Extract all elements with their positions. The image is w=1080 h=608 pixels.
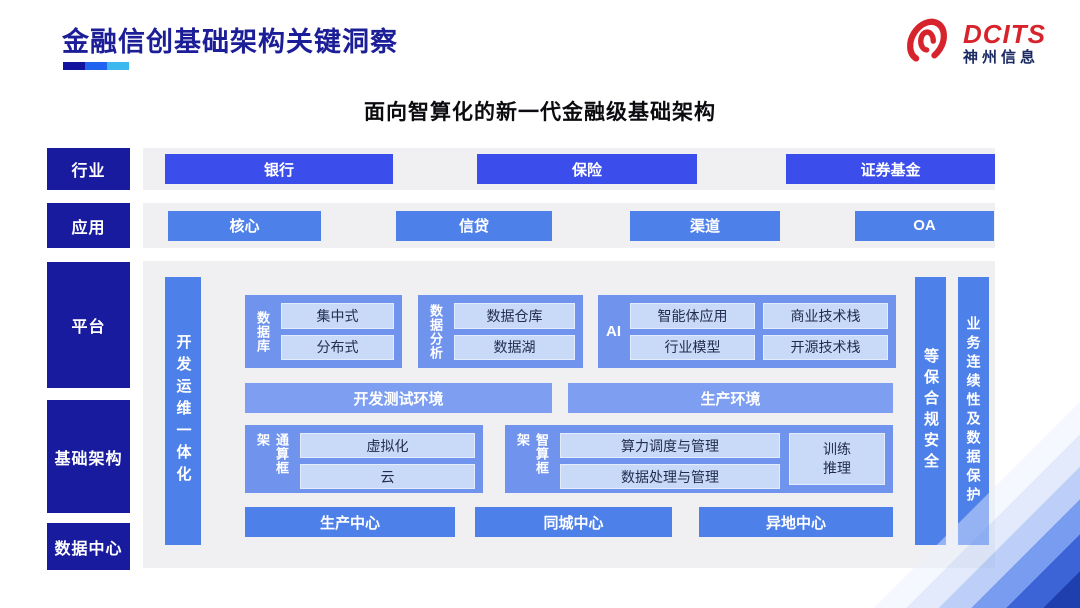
application-block-oa: OA	[855, 210, 994, 241]
sidebar-row-datacenter: 数据中心	[47, 523, 130, 570]
industry-block-insurance: 保险	[477, 154, 697, 184]
application-block-core: 核心	[168, 210, 321, 241]
data-analytics-group-label: 数据分析	[428, 303, 443, 360]
ai-item-opensource-stack: 开源技术栈	[763, 334, 888, 360]
logo-brand: DCITS	[963, 18, 1046, 49]
ai-item-commercial-stack: 商业技术栈	[763, 303, 888, 329]
page-title: 金融信创基础架构关键洞察	[62, 27, 398, 57]
ai-compute-item-data-mgmt: 数据处理与管理	[560, 464, 780, 489]
ai-item-agent-app: 智能体应用	[630, 303, 755, 329]
sidebar-row-platform: 平台	[47, 262, 130, 388]
general-compute-group-label: 通算框架	[255, 433, 289, 475]
application-block-channel: 渠道	[630, 210, 780, 241]
center-same-city: 同城中心	[475, 507, 672, 537]
data-analytics-group: 数据分析 数据仓库 数据湖	[418, 295, 583, 368]
database-item-distributed: 分布式	[281, 334, 394, 360]
ai-group: AI 智能体应用 商业技术栈 行业模型 开源技术栈	[598, 295, 896, 368]
center-production: 生产中心	[245, 507, 455, 537]
underline-segment	[63, 62, 85, 70]
underline-segment	[85, 62, 107, 70]
sidebar-row-application: 应用	[47, 203, 130, 248]
architecture-panel: 开发运维一体化 等保合规安全 业务连续性及数据保护 数据库 集中式 分布式 数据…	[143, 261, 995, 568]
logo-text: DCITS 神州信息	[963, 18, 1046, 67]
logo-company-name: 神州信息	[963, 49, 1040, 67]
database-group-label: 数据库	[255, 310, 270, 353]
diagram-title: 面向智算化的新一代金融级基础架构	[364, 101, 716, 124]
title-underline	[63, 62, 129, 70]
general-compute-group: 通算框架 虚拟化 云	[245, 425, 483, 493]
ai-compute-group-label: 智算框架	[515, 433, 549, 475]
security-compliance-bar: 等保合规安全	[915, 277, 946, 545]
devops-bar: 开发运维一体化	[165, 277, 201, 545]
industry-block-securities: 证券基金	[786, 154, 995, 184]
underline-segment	[107, 62, 129, 70]
general-compute-item-virtualization: 虚拟化	[300, 433, 475, 458]
company-logo: DCITS 神州信息	[900, 16, 1046, 71]
sidebar-row-industry: 行业	[47, 148, 130, 190]
application-block-credit: 信贷	[396, 210, 552, 241]
database-group: 数据库 集中式 分布式	[245, 295, 402, 368]
industry-strip: 银行 保险 证券基金	[143, 148, 995, 190]
dcits-swirl-icon	[900, 16, 954, 71]
analytics-item-warehouse: 数据仓库	[454, 303, 575, 329]
center-remote: 异地中心	[699, 507, 893, 537]
database-item-centralized: 集中式	[281, 303, 394, 329]
sidebar-row-infrastructure: 基础架构	[47, 400, 130, 513]
ai-group-label: AI	[606, 323, 621, 340]
business-continuity-bar: 业务连续性及数据保护	[958, 277, 989, 545]
ai-compute-item-scheduling: 算力调度与管理	[560, 433, 780, 458]
dev-test-environment-bar: 开发测试环境	[245, 383, 552, 413]
production-environment-bar: 生产环境	[568, 383, 893, 413]
general-compute-item-cloud: 云	[300, 464, 475, 489]
ai-item-industry-model: 行业模型	[630, 334, 755, 360]
ai-compute-item-train-infer: 训练 推理	[789, 433, 885, 485]
application-strip: 核心 信贷 渠道 OA	[143, 203, 995, 248]
industry-block-bank: 银行	[165, 154, 393, 184]
analytics-item-lake: 数据湖	[454, 334, 575, 360]
ai-compute-group: 智算框架 算力调度与管理 数据处理与管理 训练 推理	[505, 425, 893, 493]
